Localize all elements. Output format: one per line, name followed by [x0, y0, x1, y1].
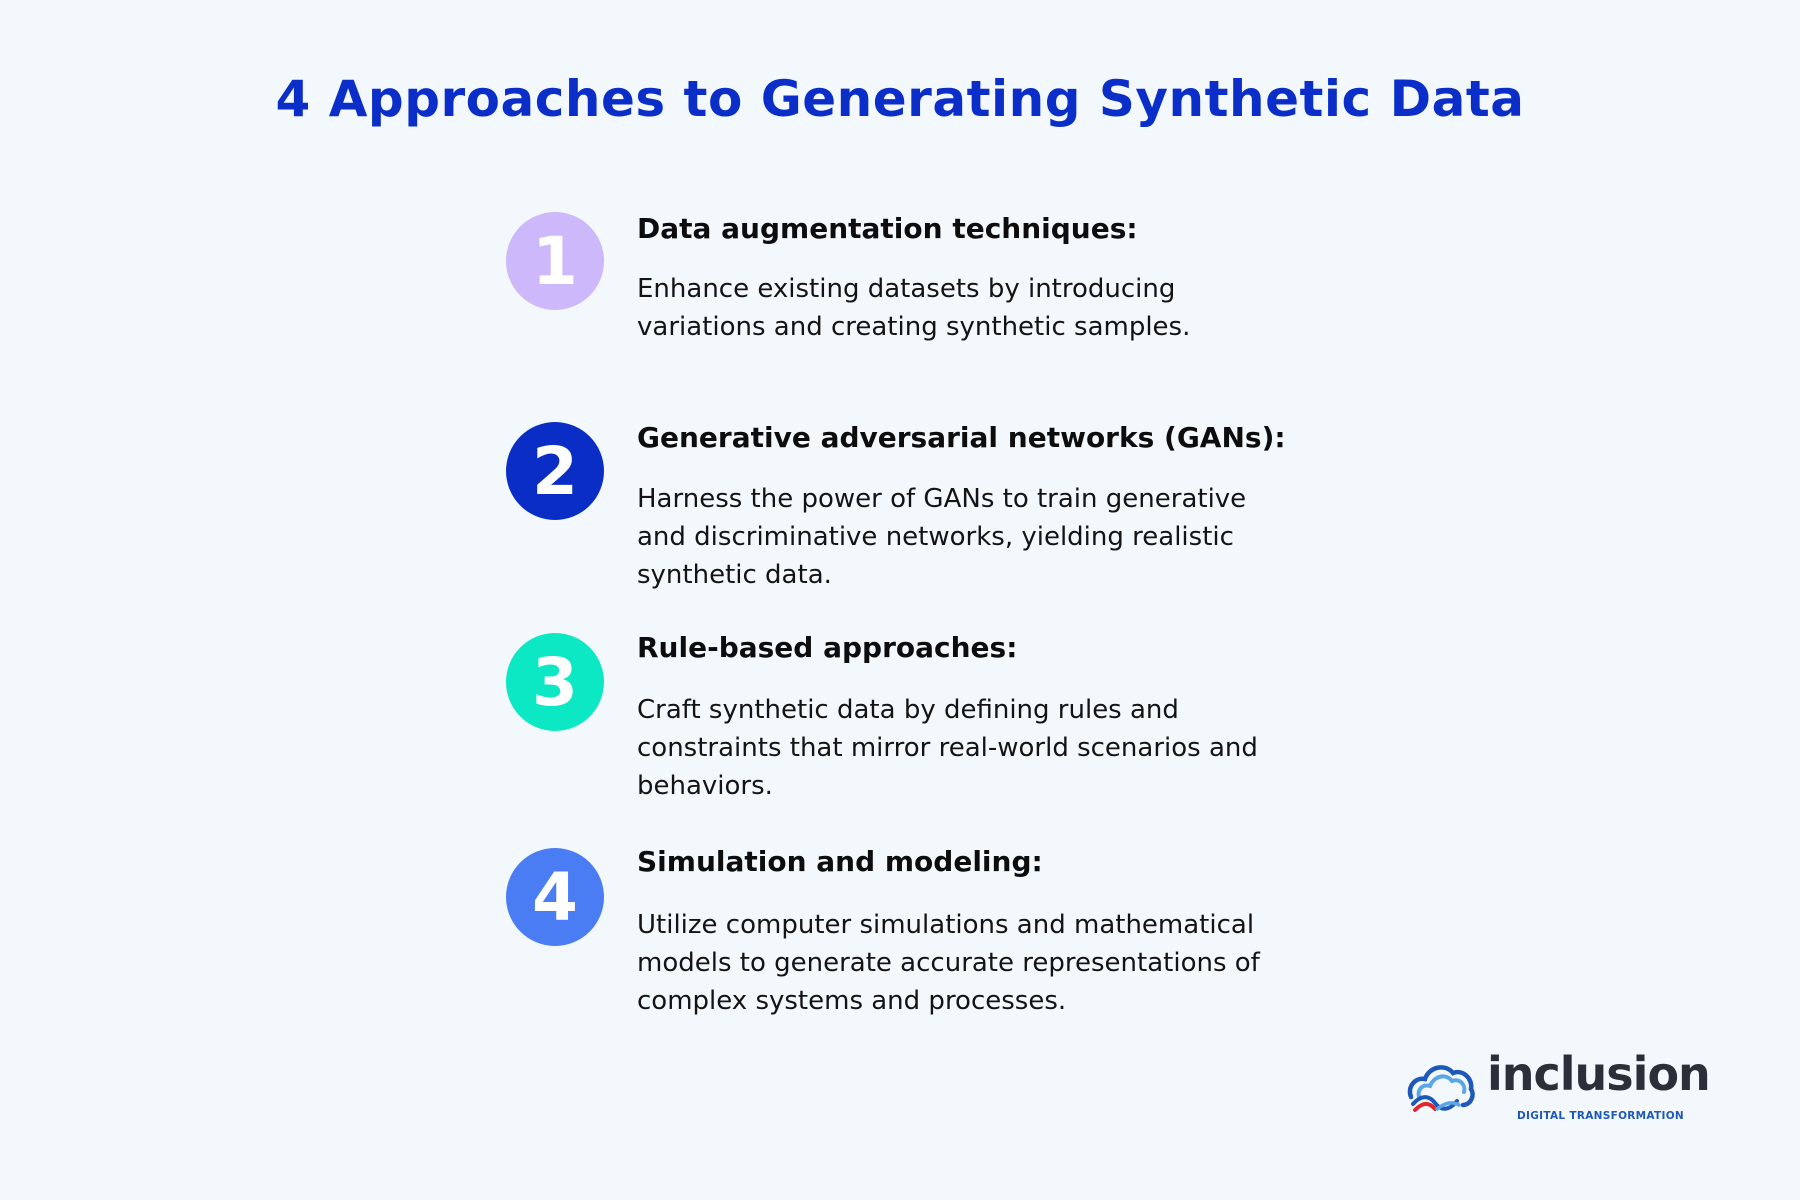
brand-logo: inclusion DIGITAL TRANSFORMATION	[1405, 1047, 1711, 1125]
number-badge-1: 1	[506, 212, 604, 310]
logo-wordmark: inclusion	[1487, 1047, 1711, 1101]
page-title: 4 Approaches to Generating Synthetic Dat…	[275, 70, 1525, 128]
approach-description-1: Enhance existing datasets by introducing…	[637, 274, 1191, 342]
approach-heading-4: Simulation and modeling:	[637, 845, 1043, 878]
approach-heading-1: Data augmentation techniques:	[637, 212, 1138, 245]
approach-heading-2: Generative adversarial networks (GANs):	[637, 421, 1286, 454]
number-badge-4: 4	[506, 848, 604, 946]
number-badge-3: 3	[506, 633, 604, 731]
approach-description-3: Craft synthetic data by defining rules a…	[637, 695, 1258, 801]
number-badge-3-label: 3	[532, 644, 578, 721]
cloud-waves-icon	[1407, 1065, 1475, 1112]
approach-description-2: Harness the power of GANs to train gener…	[637, 484, 1247, 590]
number-badge-2: 2	[506, 422, 604, 520]
number-badge-2-label: 2	[532, 433, 578, 510]
number-badge-4-label: 4	[532, 859, 578, 936]
logo-tagline: DIGITAL TRANSFORMATION	[1517, 1110, 1685, 1122]
approach-description-4: Utilize computer simulations and mathema…	[637, 910, 1260, 1016]
number-badge-1-label: 1	[532, 223, 578, 300]
approach-heading-3: Rule-based approaches:	[637, 631, 1018, 664]
